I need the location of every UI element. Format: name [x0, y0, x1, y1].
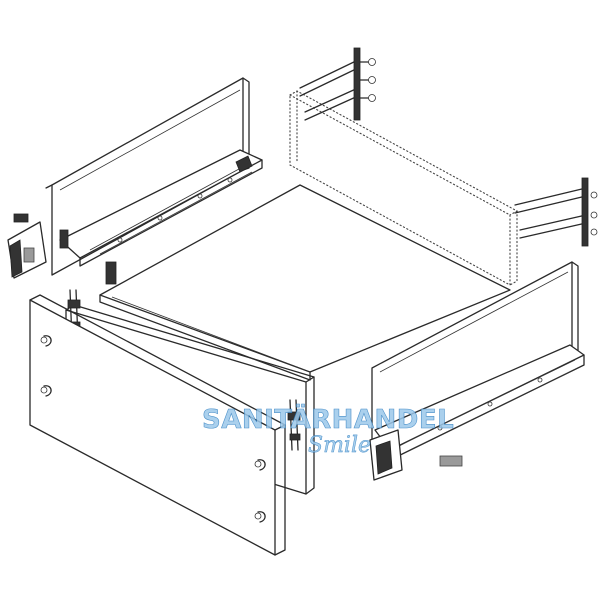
- right-side-panel: [369, 261, 585, 481]
- outer-front-panel: [29, 294, 286, 556]
- watermark-script-text: Smile: [308, 433, 371, 458]
- fixing-hook: [40, 335, 266, 523]
- watermark: SANITÄRHANDEL Smile: [202, 403, 454, 459]
- back-rail-right: [514, 177, 598, 247]
- watermark-brand-text: SANITÄRHANDEL: [202, 403, 454, 435]
- back-panel-outline: [289, 90, 519, 286]
- left-side-panel: [7, 77, 263, 279]
- back-rail-left: [299, 47, 376, 121]
